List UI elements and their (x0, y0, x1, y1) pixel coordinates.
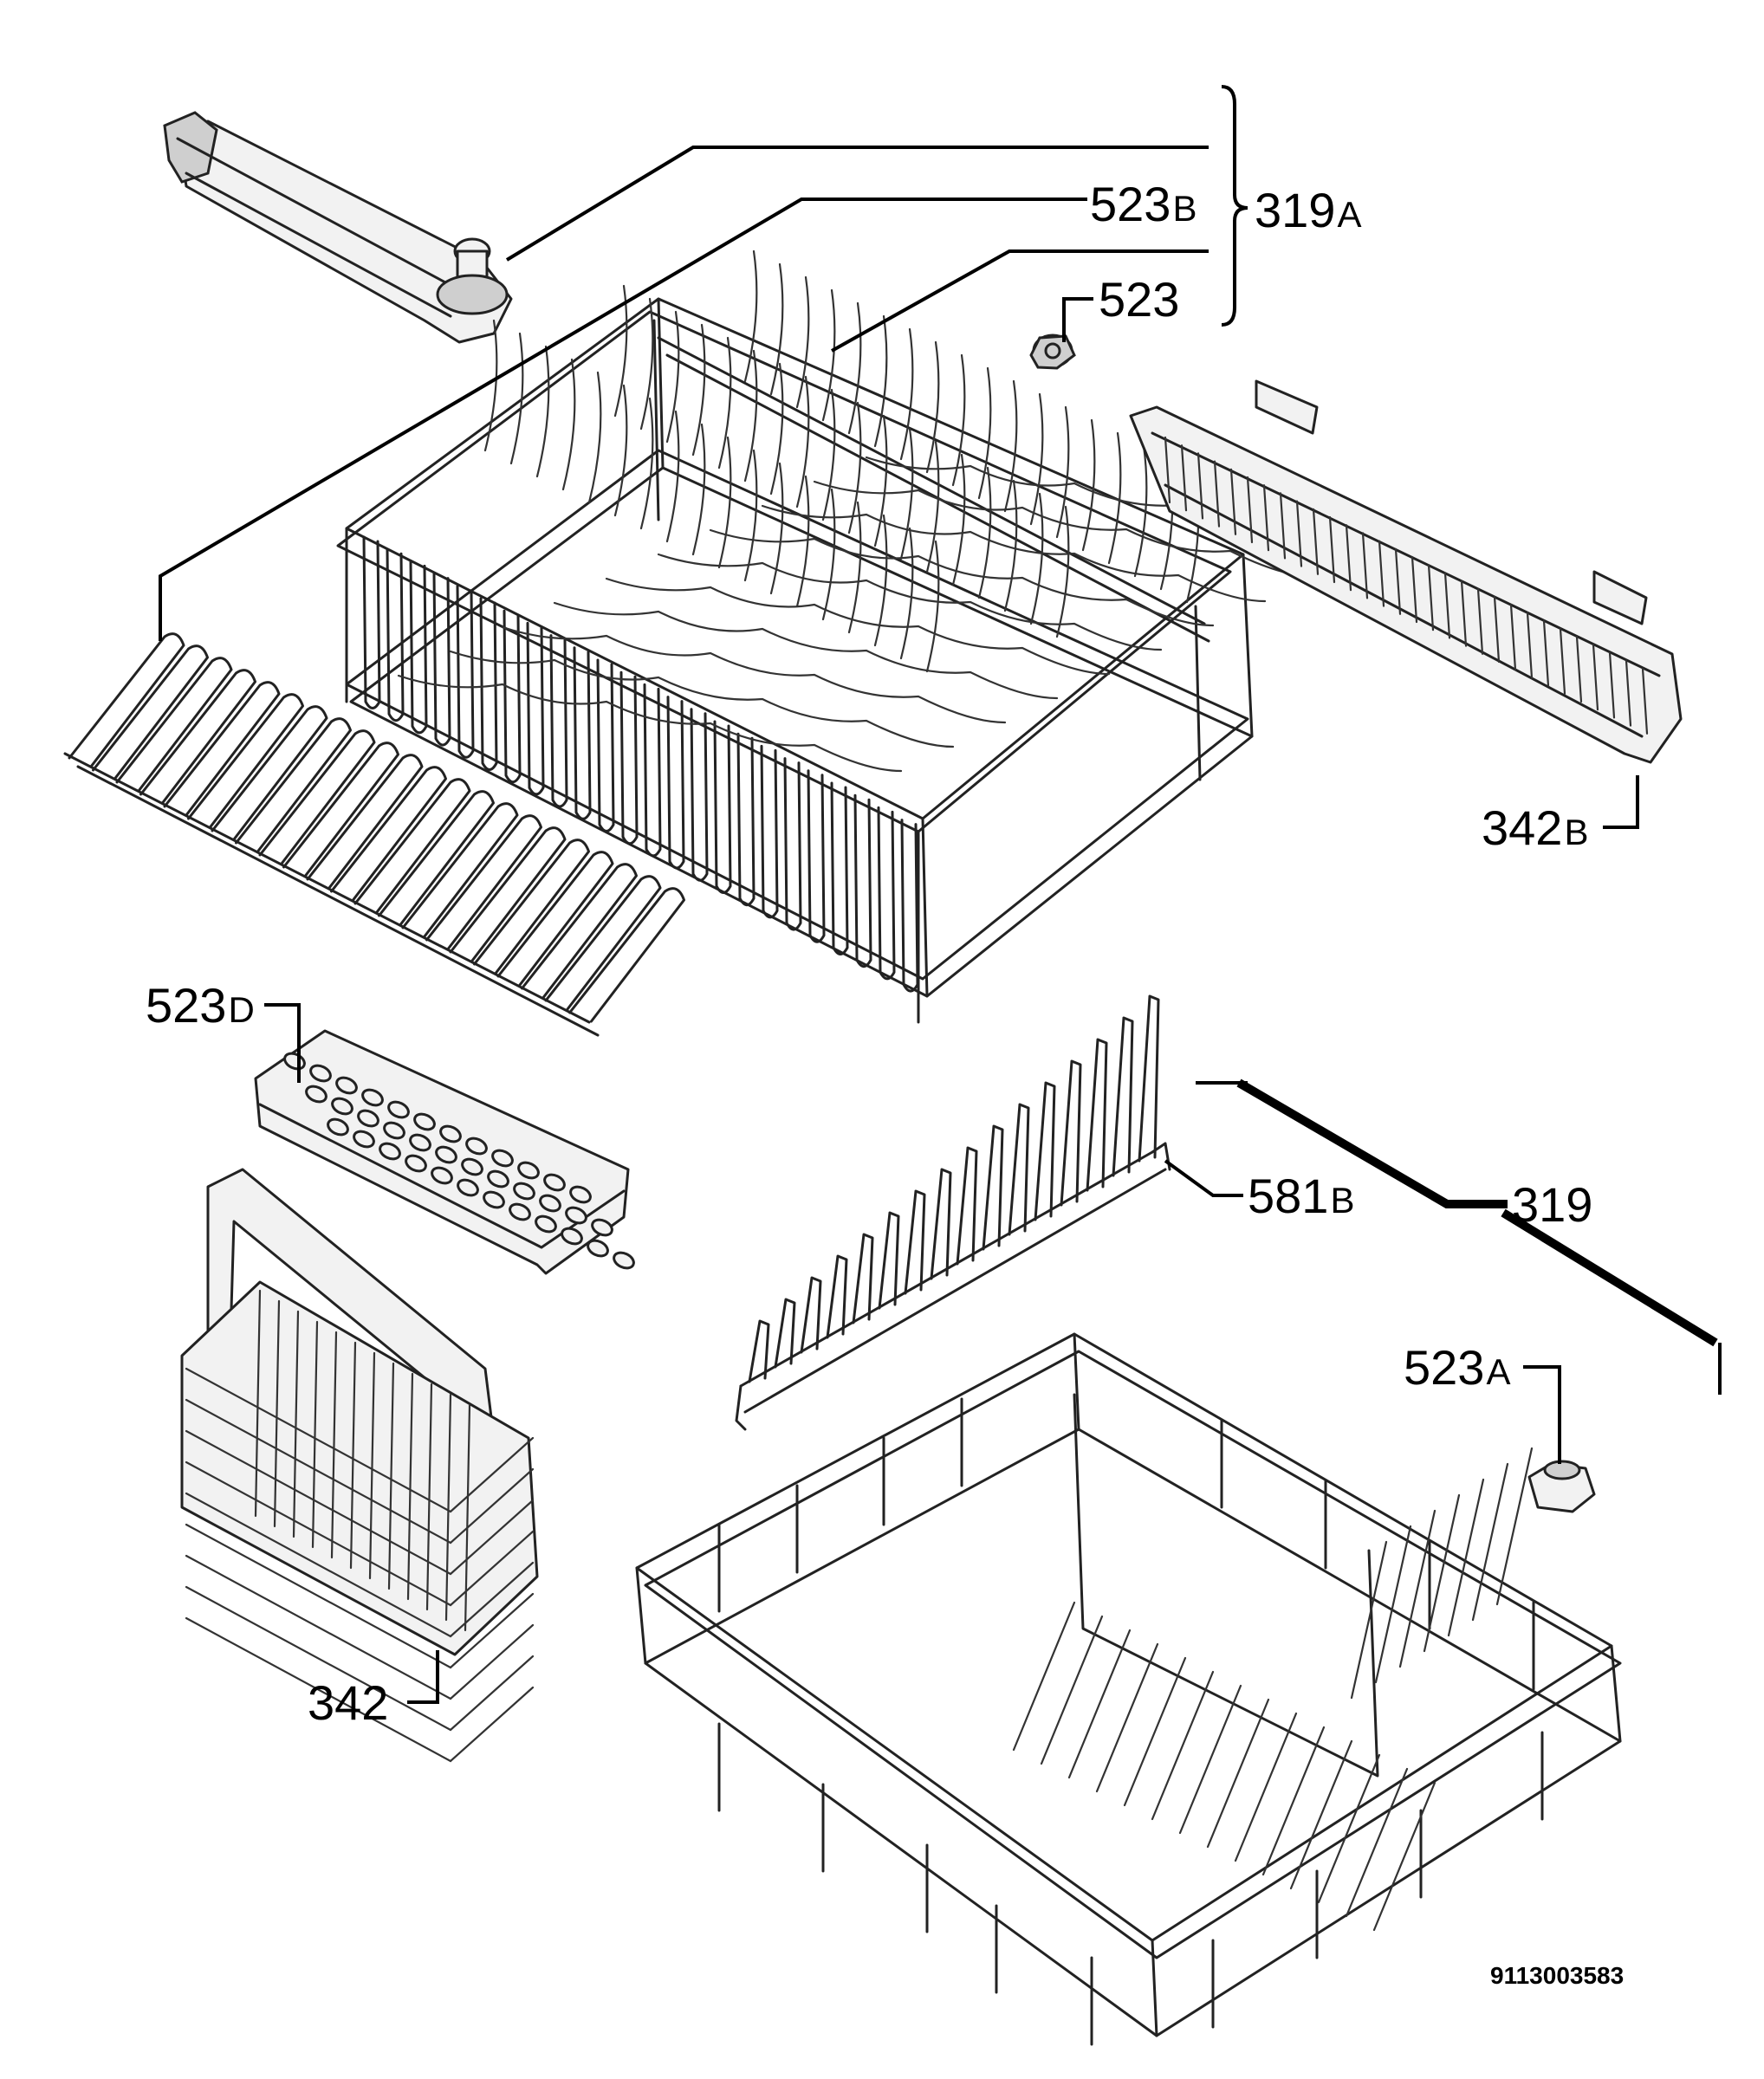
label-342b: 342B (1482, 800, 1588, 855)
label-342: 342 (308, 1675, 388, 1730)
side-cutlery-tray-part (1129, 379, 1683, 764)
upper-wheel-part (1029, 334, 1076, 370)
label-523: 523 (1099, 272, 1179, 327)
callout-labels: 523B 319A 523 342B 523D 342 581B 319 523… (146, 177, 1624, 1989)
label-319: 319 (1512, 1177, 1592, 1232)
folding-tine-rack-part (63, 632, 685, 1037)
label-581b: 581B (1248, 1169, 1354, 1223)
label-523a: 523A (1404, 1340, 1510, 1395)
lower-wheel-part (1527, 1460, 1596, 1513)
label-319a: 319A (1255, 183, 1361, 237)
label-523b: 523B (1090, 177, 1197, 231)
upper-basket-part (336, 249, 1371, 1024)
insert-cover-part (254, 1029, 635, 1275)
leader-lines (159, 85, 1722, 1704)
label-523d: 523D (146, 978, 255, 1033)
cutlery-basket-part (180, 1168, 539, 1763)
spray-arm-part (163, 111, 513, 344)
document-number: 9113003583 (1490, 1962, 1624, 1989)
plate-rack-part (735, 994, 1171, 1431)
lower-basket-part (635, 1332, 1622, 2046)
